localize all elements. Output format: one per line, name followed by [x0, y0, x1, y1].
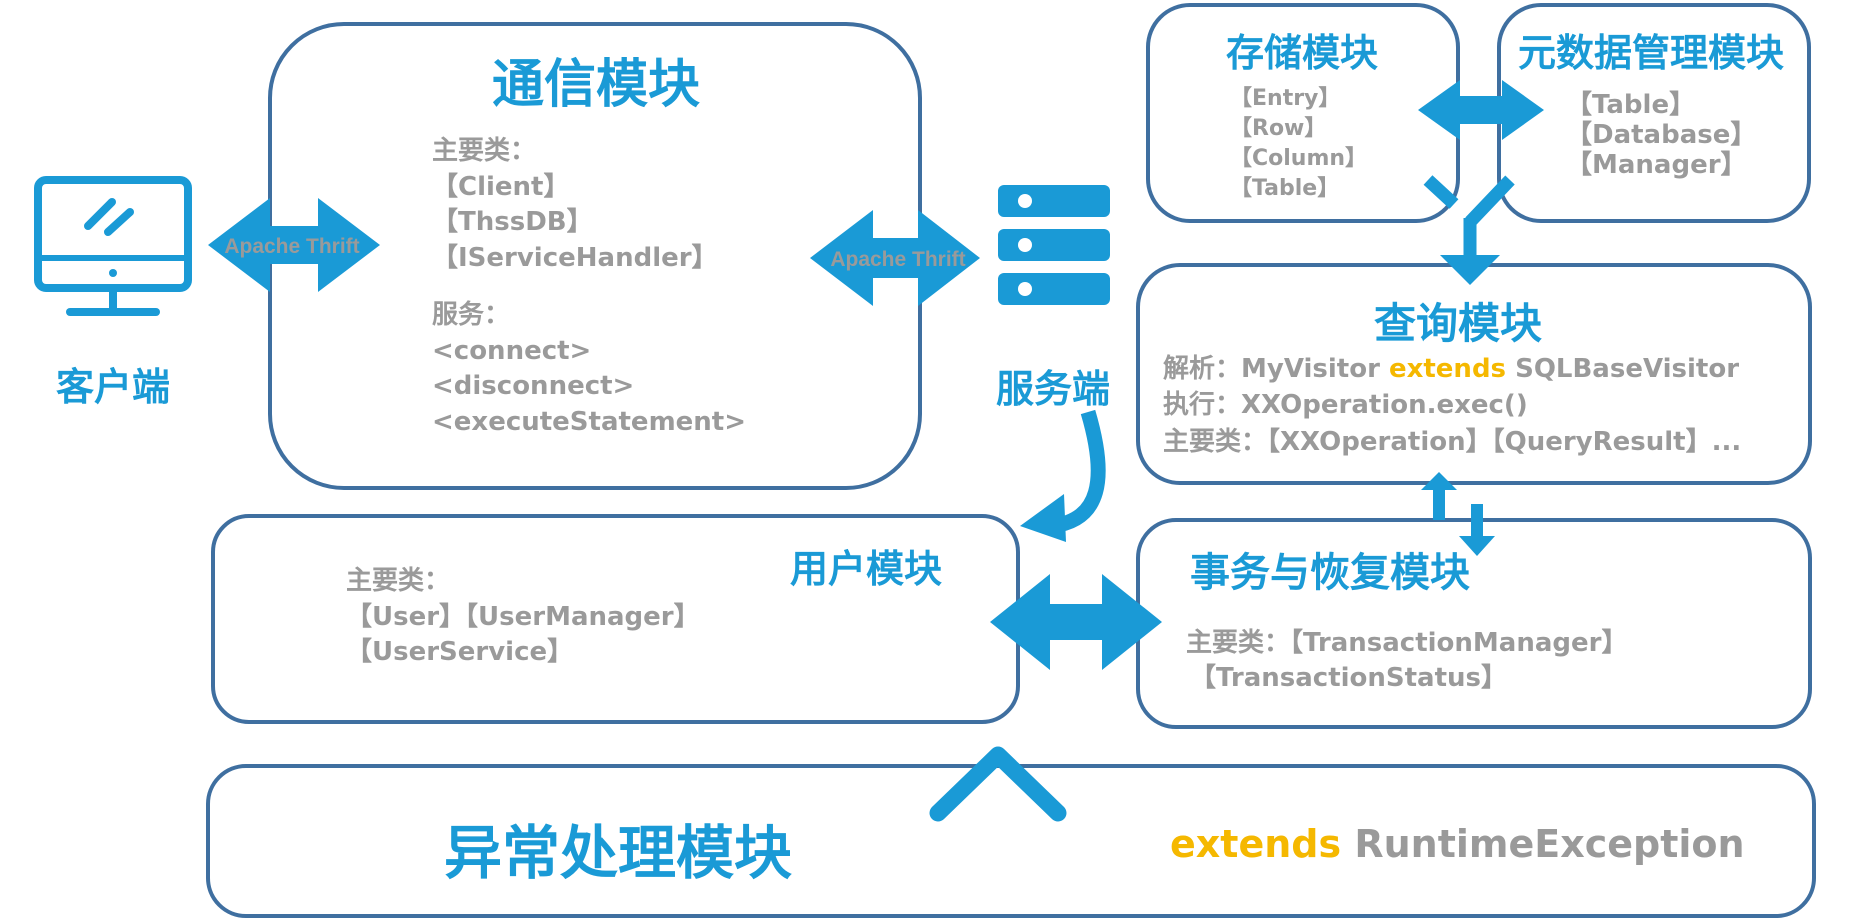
server-label: 服务端 — [996, 367, 1111, 411]
client-label: 客户端 — [56, 365, 171, 409]
exception-module-title: 异常处理模块 — [444, 819, 793, 887]
comm-services-label: 服务： — [432, 300, 511, 330]
comm-class-client: 【Client】 — [432, 171, 570, 202]
query-classes-line: 主要类：【XXOperation】【QueryResult】... — [1163, 421, 1741, 458]
query-module-title: 查询模块 — [1374, 299, 1543, 348]
query-parse-post: SQLBaseVisitor — [1506, 354, 1740, 384]
storage-class-entry: 【Entry】 — [1230, 86, 1341, 111]
comm-classes-label: 主要类： — [432, 136, 537, 166]
desktop-monitor-icon — [34, 176, 192, 316]
transaction-classes-line2: 【TransactionStatus】 — [1190, 663, 1508, 693]
user-classes-label: 主要类： — [346, 566, 451, 596]
user-module-box — [211, 514, 1020, 724]
storage-class-column: 【Column】 — [1230, 146, 1368, 171]
comm-service-connect: <connect> — [432, 335, 592, 366]
storage-metadata-arrow — [1418, 80, 1544, 140]
thrift-left-label: Apache Thrift — [224, 235, 359, 258]
comm-module-body: 主要类： 【Client】 【ThssDB】 【IServiceHandler】… — [432, 134, 746, 440]
exception-base-class: RuntimeException — [1341, 822, 1745, 866]
query-exec-label: 执行： — [1163, 390, 1242, 420]
user-module-title: 用户模块 — [790, 547, 943, 591]
query-transaction-arrows — [1421, 472, 1495, 556]
query-parse-pre: MyVisitor — [1241, 354, 1389, 384]
exception-extends-keyword: extends — [1170, 822, 1342, 866]
storage-class-row: 【Row】 — [1230, 116, 1327, 141]
storage-module-body: 【Entry】 【Row】 【Column】 【Table】 — [1230, 84, 1367, 204]
metadata-module-body: 【Table】 【Database】 【Manager】 — [1566, 90, 1756, 180]
query-parse-label: 解析： — [1163, 354, 1242, 384]
exception-caret-arrow — [929, 746, 1067, 822]
comm-service-execute: <executeStatement> — [432, 406, 747, 437]
transaction-classes-label: 主要类： — [1186, 628, 1291, 658]
metadata-class-database: 【Database】 — [1566, 120, 1757, 150]
storage-class-table: 【Table】 — [1230, 176, 1340, 201]
comm-service-disconnect: <disconnect> — [432, 371, 635, 401]
query-classes-value: 【XXOperation】【QueryResult】... — [1267, 427, 1742, 457]
metadata-class-table: 【Table】 — [1566, 90, 1696, 120]
query-exec-value: XXOperation.exec() — [1241, 390, 1528, 420]
user-classes-line1: 【User】【UserManager】 — [346, 601, 700, 632]
query-module-box — [1136, 263, 1812, 485]
thrift-left-arrow: Apache Thrift — [208, 198, 380, 292]
user-classes-line2: 【UserService】 — [346, 637, 574, 667]
transaction-module-title: 事务与恢复模块 — [1190, 550, 1470, 596]
metadata-module-title: 元数据管理模块 — [1518, 31, 1785, 75]
storage-to-query-arrow — [1423, 175, 1515, 255]
query-exec-line: 执行：XXOperation.exec() — [1163, 384, 1528, 421]
comm-class-thssdb: 【ThssDB】 — [432, 207, 593, 237]
transaction-classes-line1: 主要类：【TransactionManager】 — [1186, 622, 1627, 659]
user-transaction-arrow — [990, 574, 1162, 670]
exception-module-box — [206, 764, 1816, 918]
exception-extends-line: extends RuntimeException — [1170, 822, 1745, 866]
storage-module-box — [1146, 3, 1460, 223]
storage-module-title: 存储模块 — [1226, 31, 1379, 75]
thrift-right-label: Apache Thrift — [830, 248, 965, 271]
server-to-user-arrow — [1020, 409, 1106, 542]
comm-class-servicehandler: 【IServiceHandler】 — [432, 242, 718, 273]
user-module-body: 主要类： 【User】【UserManager】 【UserService】 — [346, 564, 700, 671]
transaction-classes-value1: 【TransactionManager】 — [1290, 628, 1628, 658]
query-parse-line: 解析：MyVisitor extends SQLBaseVisitor — [1163, 348, 1739, 385]
server-stack-icon — [998, 185, 1110, 305]
thrift-right-arrow: Apache Thrift — [810, 210, 980, 306]
metadata-class-manager: 【Manager】 — [1566, 150, 1747, 180]
comm-module-title: 通信模块 — [492, 55, 701, 115]
query-classes-label: 主要类： — [1163, 427, 1268, 457]
query-parse-keyword: extends — [1388, 354, 1507, 384]
